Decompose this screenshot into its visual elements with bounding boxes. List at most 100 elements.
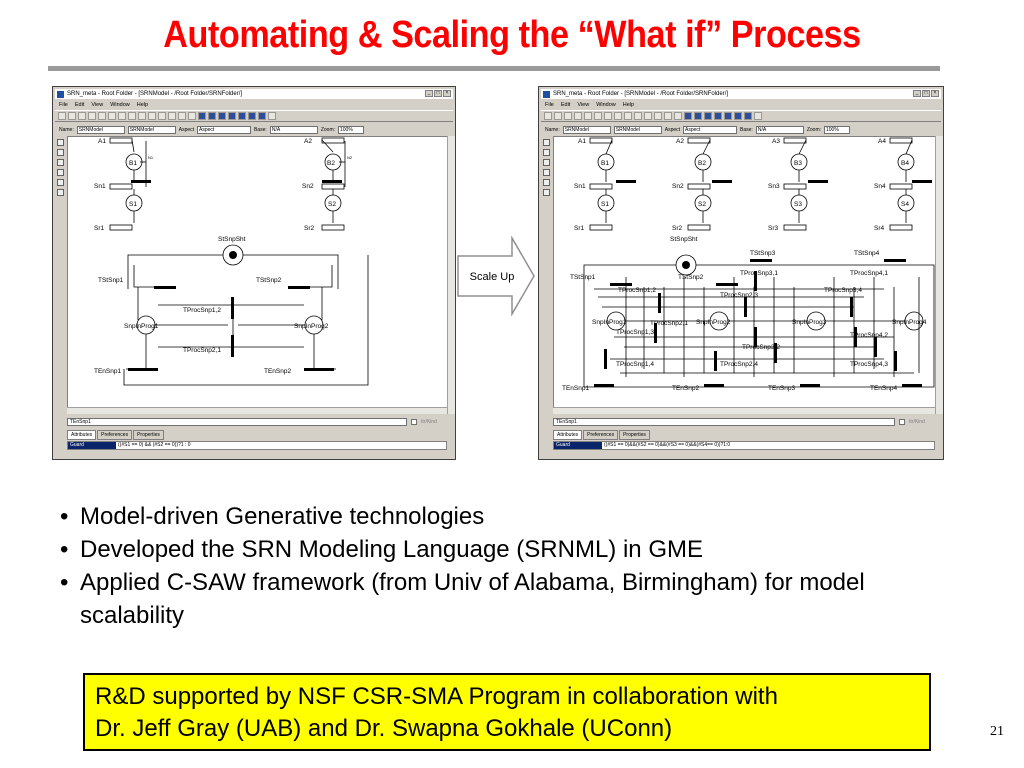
delete-icon[interactable] [584,112,592,120]
checkmark-icon[interactable] [664,112,672,120]
object-name-field[interactable]: TEnSnp1 [67,418,407,426]
maximize-icon[interactable]: □ [922,90,930,97]
help-icon[interactable] [754,112,762,120]
interpreter-icon[interactable] [158,112,166,120]
menu-help[interactable]: Help [622,101,635,108]
menu-view[interactable]: View [577,101,590,108]
aspect-select[interactable]: Aspect [683,125,738,134]
panel-icon-5[interactable] [724,112,732,120]
search-icon[interactable] [674,112,682,120]
aspect-select[interactable]: Aspect [197,125,252,134]
tab-preferences[interactable]: Preferences [583,430,619,440]
print-icon[interactable] [88,112,96,120]
search-icon[interactable] [188,112,196,120]
copy-icon[interactable] [108,112,116,120]
check-icon[interactable] [58,112,66,120]
tab-attributes[interactable]: Attributes [553,430,583,440]
guard-value[interactable]: ((#S1 == 0)&&(#S2 == 0)&&(#S3 == 0)&&(#S… [604,442,731,448]
checkmark-icon[interactable] [178,112,186,120]
help-icon[interactable] [268,112,276,120]
vertical-scrollbar[interactable] [935,136,943,414]
save-icon[interactable] [78,112,86,120]
guard-row[interactable]: Guard ((#S1 == 0)&&(#S2 == 0)&&(#S3 == 0… [553,441,935,450]
minimize-icon[interactable]: _ [913,90,921,97]
panel-icon-2[interactable] [208,112,216,120]
menu-window[interactable]: Window [596,101,616,108]
zoom-tool-icon[interactable] [57,169,64,176]
check-all-icon[interactable] [554,112,562,120]
panel-icon-1[interactable] [198,112,206,120]
visualize-tool-icon[interactable] [57,179,64,186]
set-tool-icon[interactable] [57,189,64,196]
grid-icon[interactable] [168,112,176,120]
maximize-icon[interactable]: □ [434,90,442,97]
panel-icon-6[interactable] [248,112,256,120]
model-canvas[interactable]: A1 A2 B1 B2 N1 N2 Sn1 Sn2 S1 S2 Sr1 Sr2 … [67,136,451,414]
interpreter-icon[interactable] [644,112,652,120]
connect-tool-icon[interactable] [57,149,64,156]
attr-kind-checkbox[interactable] [899,419,905,425]
horizontal-scrollbar[interactable] [553,407,935,414]
panel-icon-5[interactable] [238,112,246,120]
check-all-icon[interactable] [68,112,76,120]
undo-icon[interactable] [604,112,612,120]
pointer-tool-icon[interactable] [57,139,64,146]
guard-value[interactable]: ((#S1 == 0) && (#S2 == 0))?1 : 0 [118,442,191,448]
tab-preferences[interactable]: Preferences [97,430,133,440]
minimize-icon[interactable]: _ [425,90,433,97]
panel-icon-4[interactable] [228,112,236,120]
zoom-select[interactable]: 100% [824,125,850,134]
zoom-tool-icon[interactable] [543,169,550,176]
attr-kind-checkbox[interactable] [411,419,417,425]
disconnect-icon[interactable] [634,112,642,120]
menu-edit[interactable]: Edit [560,101,571,108]
undo-icon[interactable] [118,112,126,120]
model-canvas[interactable]: A1 A2 A3 A4 B1 B2 B3 B4 Sn1 Sn2 Sn3 Sn4 … [553,136,939,414]
pointer-tool-icon[interactable] [543,139,550,146]
name-field[interactable]: SRNModel [562,125,611,134]
panel-icon-2[interactable] [694,112,702,120]
disconnect-tool-icon[interactable] [57,159,64,166]
set-tool-icon[interactable] [543,189,550,196]
window-titlebar[interactable]: SRN_meta - Root Folder - [SRNModel - /Ro… [541,89,941,99]
tab-properties[interactable]: Properties [619,430,650,440]
panel-icon-3[interactable] [218,112,226,120]
object-name-field[interactable]: TEnSnp1 [553,418,895,426]
vertical-scrollbar[interactable] [447,136,455,414]
guard-row[interactable]: Guard ((#S1 == 0) && (#S2 == 0))?1 : 0 [67,441,447,450]
connect-icon[interactable] [624,112,632,120]
panel-icon-1[interactable] [684,112,692,120]
redo-icon[interactable] [128,112,136,120]
tab-properties[interactable]: Properties [133,430,164,440]
panel-icon-4[interactable] [714,112,722,120]
menu-file[interactable]: File [59,101,68,108]
menu-edit[interactable]: Edit [74,101,85,108]
copy-icon[interactable] [594,112,602,120]
check-icon[interactable] [544,112,552,120]
menu-help[interactable]: Help [136,101,149,108]
delete-icon[interactable] [98,112,106,120]
name-field[interactable]: SRNModel [76,125,125,134]
disconnect-tool-icon[interactable] [543,159,550,166]
close-icon[interactable]: × [931,90,939,97]
horizontal-scrollbar[interactable] [67,407,447,414]
redo-icon[interactable] [614,112,622,120]
print-icon[interactable] [574,112,582,120]
menu-view[interactable]: View [91,101,104,108]
menu-window[interactable]: Window [110,101,130,108]
disconnect-icon[interactable] [148,112,156,120]
close-icon[interactable]: × [443,90,451,97]
save-icon[interactable] [564,112,572,120]
menu-file[interactable]: File [545,101,554,108]
visualize-tool-icon[interactable] [543,179,550,186]
panel-icon-7[interactable] [258,112,266,120]
panel-icon-3[interactable] [704,112,712,120]
grid-icon[interactable] [654,112,662,120]
panel-icon-6[interactable] [734,112,742,120]
zoom-select[interactable]: 100% [338,125,364,134]
connect-icon[interactable] [138,112,146,120]
connect-tool-icon[interactable] [543,149,550,156]
tab-attributes[interactable]: Attributes [67,430,97,440]
panel-icon-7[interactable] [744,112,752,120]
window-titlebar[interactable]: SRN_meta - Root Folder - [SRNModel - /Ro… [55,89,453,99]
